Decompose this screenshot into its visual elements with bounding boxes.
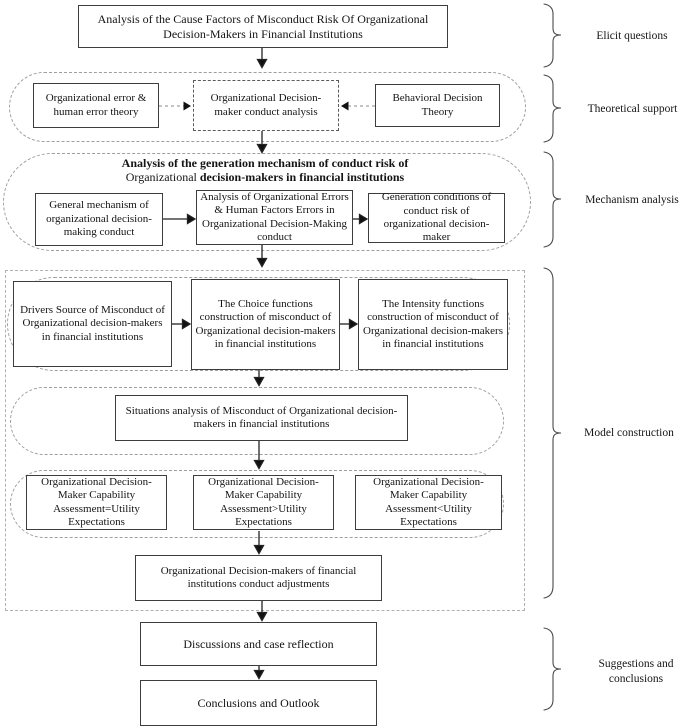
brace-theoretical bbox=[543, 74, 562, 143]
general-mechanism-box: General mechanism of organizational deci… bbox=[35, 193, 163, 246]
drivers-source-box: Drivers Source of Misconduct of Organiza… bbox=[13, 281, 172, 367]
brace-suggestions bbox=[543, 627, 562, 711]
arrow-discussions-to-conclusions bbox=[253, 666, 265, 680]
situations-container bbox=[10, 387, 504, 455]
decision-maker-conduct-analysis-box: Organizational Decision-maker conduct an… bbox=[193, 80, 339, 131]
mechanism-title: Analysis of the generation mechanism of … bbox=[40, 156, 490, 184]
theoretical-support-label: Theoretical support bbox=[587, 103, 678, 115]
mechanism-analysis-label: Mechanism analysis bbox=[585, 194, 679, 206]
brace-elicit bbox=[543, 3, 562, 68]
theoretical-support-container bbox=[9, 72, 526, 142]
conclusions-box: Conclusions and Outlook bbox=[140, 680, 377, 726]
generation-conditions-box: Generation conditions of conduct risk of… bbox=[368, 191, 505, 243]
mechanism-title-line2-regular: Organizational bbox=[125, 170, 197, 185]
arrow-elicit-to-theoretical bbox=[256, 48, 268, 69]
suggestions-conclusions-label: Suggestions and conclusions bbox=[598, 658, 674, 685]
mechanism-title-line2-bold: decision-makers in financial institution… bbox=[199, 170, 405, 185]
elicit-questions-label: Elicit questions bbox=[596, 30, 668, 42]
model-construction-container bbox=[5, 270, 525, 611]
cause-factors-box: Analysis of the Cause Factors of Miscond… bbox=[78, 5, 448, 48]
intensity-functions-box: The Intensity functions construction of … bbox=[358, 279, 508, 370]
error-theory-box: Organizational error & human error theor… bbox=[33, 83, 159, 128]
model-construction-label: Model construction bbox=[584, 427, 674, 439]
conduct-adjustments-box: Organizational Decision-makers of financ… bbox=[135, 555, 382, 601]
brace-model bbox=[543, 267, 562, 599]
capability-equal-utility-box: Organizational Decision-Maker Capability… bbox=[26, 475, 167, 530]
mechanism-title-line1: Analysis of the generation mechanism of … bbox=[121, 156, 409, 170]
capability-less-utility-box: Organizational Decision-Maker Capability… bbox=[355, 475, 502, 530]
capability-container bbox=[10, 470, 504, 538]
organizational-errors-box: Analysis of Organizational Errors & Huma… bbox=[196, 190, 353, 245]
situations-analysis-box: Situations analysis of Misconduct of Org… bbox=[115, 395, 408, 441]
brace-mechanism bbox=[543, 151, 562, 248]
choice-functions-box: The Choice functions construction of mis… bbox=[191, 279, 340, 370]
capability-greater-utility-box: Organizational Decision-Maker Capability… bbox=[193, 475, 334, 530]
discussions-box: Discussions and case reflection bbox=[140, 622, 377, 666]
behavioral-decision-theory-box: Behavioral Decision Theory bbox=[375, 84, 500, 127]
